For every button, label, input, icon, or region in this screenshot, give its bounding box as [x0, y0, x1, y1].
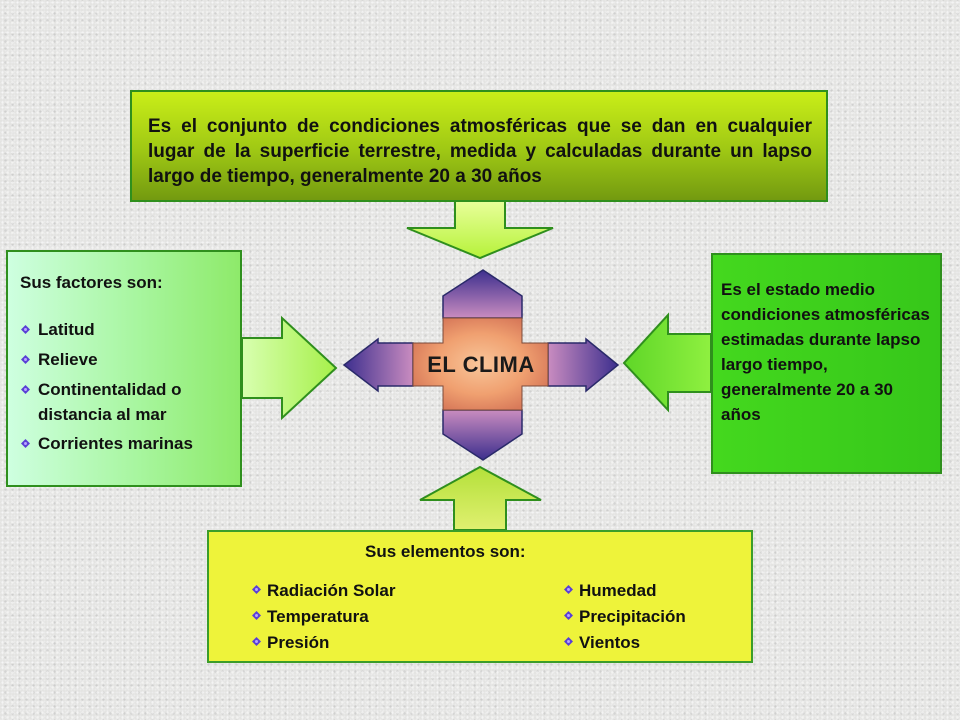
- bottom-connector-arrow: [419, 465, 542, 531]
- list-item: Radiación Solar: [251, 578, 395, 603]
- list-item: Presión: [251, 630, 395, 655]
- factor-label: Continentalidad o distancia al mar: [38, 380, 182, 424]
- list-item: Relieve: [20, 347, 232, 372]
- factor-label: Relieve: [38, 350, 98, 369]
- bullet-icon: [252, 585, 261, 594]
- bullet-icon: [564, 585, 573, 594]
- bullet-icon: [564, 637, 573, 646]
- center-title: EL CLIMA: [427, 352, 535, 377]
- cross-arrow-down: [442, 409, 523, 461]
- element-label: Temperatura: [267, 607, 369, 626]
- right-connector-arrow: [622, 312, 712, 413]
- definition-text: Es el conjunto de condiciones atmosféric…: [148, 116, 812, 187]
- factor-label: Corrientes marinas: [38, 434, 193, 453]
- bullet-icon: [252, 637, 261, 646]
- center-cross-shape: [412, 317, 549, 411]
- list-item: Continentalidad o distancia al mar: [20, 377, 232, 427]
- left-connector-arrow: [241, 315, 338, 421]
- list-item: Vientos: [563, 630, 686, 655]
- element-label: Vientos: [579, 633, 641, 652]
- element-label: Humedad: [579, 581, 657, 600]
- cross-arrow-up: [442, 269, 523, 319]
- factor-label: Latitud: [38, 320, 95, 339]
- factors-box: Sus factores son: Latitud Relieve Contin…: [6, 250, 242, 487]
- element-label: Precipitación: [579, 607, 686, 626]
- elements-title: Sus elementos son:: [365, 542, 526, 561]
- cross-arrow-left: [342, 337, 414, 393]
- factors-title: Sus factores son:: [20, 273, 163, 292]
- definition-box: Es el conjunto de condiciones atmosféric…: [130, 90, 828, 202]
- list-item: Precipitación: [563, 604, 686, 629]
- cross-arrow-right: [547, 337, 620, 393]
- bullet-icon: [21, 385, 30, 394]
- elements-list-right: Humedad Precipitación Vientos: [563, 578, 686, 656]
- bullet-icon: [564, 611, 573, 620]
- estado-medio-box: Es el estado medio condiciones atmosféri…: [711, 253, 942, 474]
- list-item: Latitud: [20, 317, 232, 342]
- top-connector-arrow: [406, 200, 554, 260]
- factors-list: Latitud Relieve Continentalidad o distan…: [20, 317, 232, 456]
- bullet-icon: [21, 439, 30, 448]
- elements-list-left: Radiación Solar Temperatura Presión: [251, 578, 395, 656]
- bullet-icon: [252, 611, 261, 620]
- list-item: Humedad: [563, 578, 686, 603]
- element-label: Presión: [267, 633, 330, 652]
- list-item: Corrientes marinas: [20, 431, 232, 456]
- bullet-icon: [21, 325, 30, 334]
- list-item: Temperatura: [251, 604, 395, 629]
- elements-box: Sus elementos son: Radiación Solar Tempe…: [207, 530, 753, 663]
- estado-text: Es el estado medio condiciones atmosféri…: [721, 280, 930, 424]
- bullet-icon: [21, 355, 30, 364]
- element-label: Radiación Solar: [267, 581, 396, 600]
